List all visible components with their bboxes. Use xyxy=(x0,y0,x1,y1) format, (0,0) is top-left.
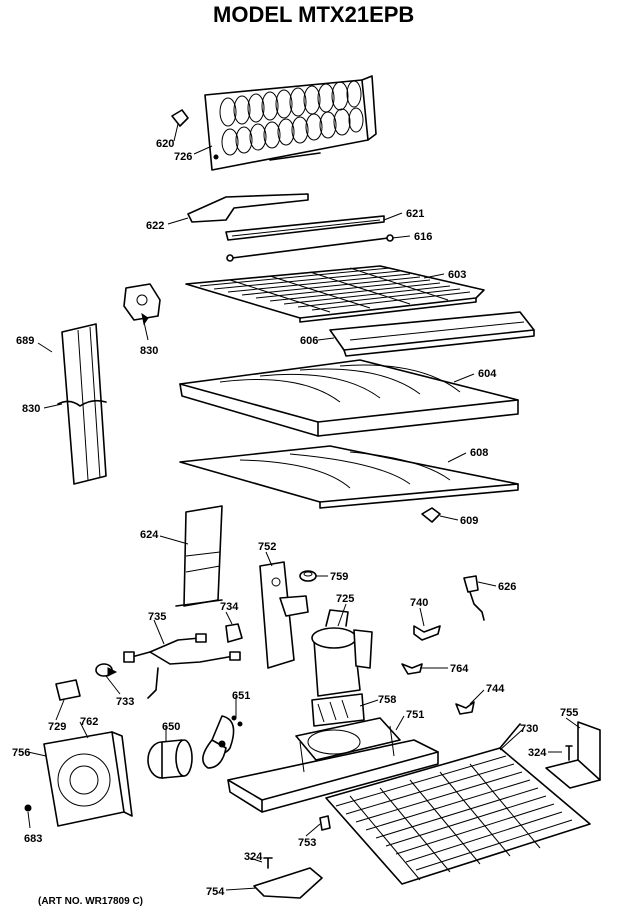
art-number: (ART NO. WR17809 C) xyxy=(38,896,143,907)
label-756: 756 xyxy=(12,747,30,759)
label-725: 725 xyxy=(336,593,354,605)
part-608-shelf xyxy=(179,445,519,509)
label-651: 651 xyxy=(232,690,250,702)
part-622-plate xyxy=(187,193,309,223)
part-620-clip xyxy=(171,109,189,127)
part-616-rod xyxy=(226,234,394,262)
part-756-shroud xyxy=(43,731,133,827)
label-759: 759 xyxy=(330,571,348,583)
part-651-fan-blade xyxy=(202,715,243,769)
part-324-screw-a xyxy=(565,745,573,761)
part-734-relay xyxy=(225,623,243,643)
part-603-wire-shelf xyxy=(185,265,485,323)
part-683-screw xyxy=(24,804,32,812)
label-606: 606 xyxy=(300,335,318,347)
label-740: 740 xyxy=(410,597,428,609)
part-755-bracket xyxy=(545,721,601,789)
label-754: 754 xyxy=(206,886,225,898)
diagram-title: MODEL MTX21EPB xyxy=(213,2,414,27)
part-689-duct xyxy=(57,323,107,485)
part-733-overload xyxy=(95,663,118,677)
part-650-fan-motor xyxy=(147,739,193,779)
label-324-tray: 324 xyxy=(244,851,263,863)
label-830-duct: 830 xyxy=(22,403,40,415)
part-labels: 620 726 622 621 616 603 606 604 608 609 … xyxy=(12,138,578,898)
part-626-cord xyxy=(463,575,485,621)
label-683: 683 xyxy=(24,833,42,845)
part-606-cover xyxy=(329,311,535,357)
part-764-clip xyxy=(401,663,423,675)
label-626: 626 xyxy=(498,581,516,593)
label-830-bracket: 830 xyxy=(140,345,158,357)
label-751: 751 xyxy=(406,709,424,721)
part-729-capacitor xyxy=(55,679,81,701)
label-753: 753 xyxy=(298,837,316,849)
part-725-compressor xyxy=(311,609,373,727)
part-735-harness xyxy=(123,633,241,699)
part-754-tray xyxy=(253,867,323,899)
label-762: 762 xyxy=(80,716,98,728)
label-752: 752 xyxy=(258,541,276,553)
label-624: 624 xyxy=(140,529,159,541)
label-609: 609 xyxy=(460,515,478,527)
label-324-condenser: 324 xyxy=(528,747,547,759)
part-751-base-pan xyxy=(227,717,439,813)
part-324-screw-b xyxy=(263,857,273,869)
part-740-clip xyxy=(413,625,441,641)
label-603: 603 xyxy=(448,269,466,281)
label-689: 689 xyxy=(16,335,34,347)
part-624-duct xyxy=(175,505,223,607)
label-729: 729 xyxy=(48,721,66,733)
part-744-clip xyxy=(455,701,475,715)
label-730: 730 xyxy=(520,723,538,735)
part-752-bracket xyxy=(259,561,309,669)
label-726: 726 xyxy=(174,151,192,163)
part-730-condenser xyxy=(325,723,591,885)
label-733: 733 xyxy=(116,696,134,708)
label-620: 620 xyxy=(156,138,174,150)
evaporator-coil xyxy=(204,75,377,171)
label-755: 755 xyxy=(560,707,578,719)
part-759-grommet xyxy=(299,570,317,582)
part-753-grommet xyxy=(319,815,331,831)
label-764: 764 xyxy=(450,663,469,675)
label-735: 735 xyxy=(148,611,166,623)
label-622: 622 xyxy=(146,220,164,232)
label-734: 734 xyxy=(220,601,239,613)
label-616: 616 xyxy=(414,231,432,243)
label-621: 621 xyxy=(406,208,424,220)
label-604: 604 xyxy=(478,368,497,380)
part-604-shelf xyxy=(179,359,519,437)
label-650: 650 xyxy=(162,721,180,733)
label-608: 608 xyxy=(470,447,488,459)
part-609-clip xyxy=(421,507,441,523)
label-758: 758 xyxy=(378,694,396,706)
leader-lines xyxy=(27,123,581,891)
label-744: 744 xyxy=(486,683,505,695)
part-830-bracket xyxy=(123,283,161,326)
